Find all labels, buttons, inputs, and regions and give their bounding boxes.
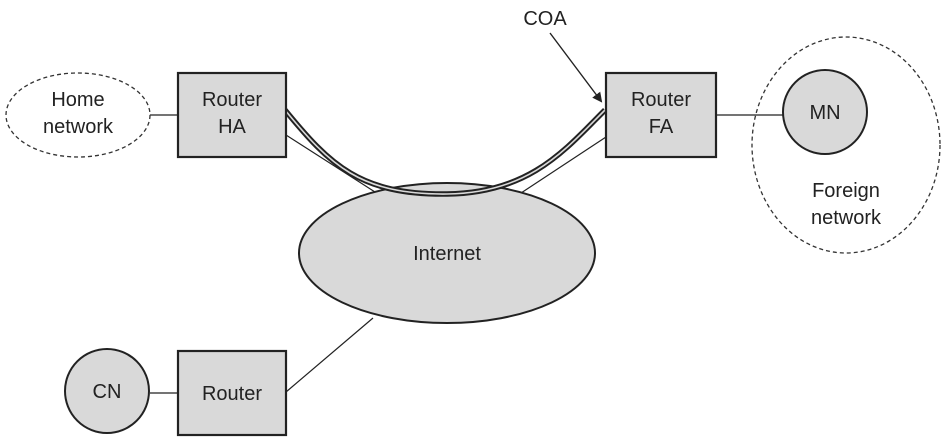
- home-network-outline: [5, 72, 151, 158]
- correspondent-node: CN: [64, 348, 150, 434]
- foreign-network: [751, 36, 941, 254]
- router-cn: Router: [176, 349, 288, 437]
- router-ha-label-line1: Router: [202, 89, 262, 111]
- internet: [298, 182, 596, 324]
- home-network: Home network: [5, 72, 151, 158]
- tunnel: [282, 108, 607, 197]
- foreign-network-outline: [751, 36, 941, 254]
- router-ha-box: [176, 71, 288, 159]
- coa-annotation: COA: [523, 8, 603, 103]
- correspondent-node-circle: [64, 348, 150, 434]
- foreign-network-label-line2: network: [811, 207, 882, 229]
- coa-label: COA: [523, 8, 567, 30]
- mobile-node-circle: [782, 69, 868, 155]
- internet-to-router-link: [285, 317, 374, 393]
- router-cn-box: [176, 349, 288, 437]
- router-ha-label-line2: HA: [218, 116, 246, 138]
- router-fa: Router FA: [604, 71, 718, 159]
- router-cn-label: Router: [202, 383, 262, 405]
- coa-arrow: [549, 32, 603, 103]
- router-fa-box: [604, 71, 718, 159]
- foreign-network-label-line1: Foreign: [812, 180, 880, 202]
- internet-ellipse: [298, 182, 596, 324]
- mobile-node: MN: [782, 69, 868, 155]
- router-fa-label-line1: Router: [631, 89, 691, 111]
- correspondent-node-label: CN: [93, 381, 122, 403]
- mobile-node-label: MN: [809, 102, 840, 124]
- home-network-label-line1: Home: [51, 89, 104, 111]
- internet-label: Internet: [413, 243, 481, 265]
- router-ha: Router HA: [176, 71, 288, 159]
- home-network-label-line2: network: [43, 116, 114, 138]
- router-ha-to-internet-link: [285, 134, 376, 193]
- router-fa-label-line2: FA: [649, 116, 674, 138]
- tunnel-outer: [282, 108, 607, 197]
- router-fa-to-internet-link: [517, 136, 607, 196]
- tunnel-inner: [284, 109, 606, 195]
